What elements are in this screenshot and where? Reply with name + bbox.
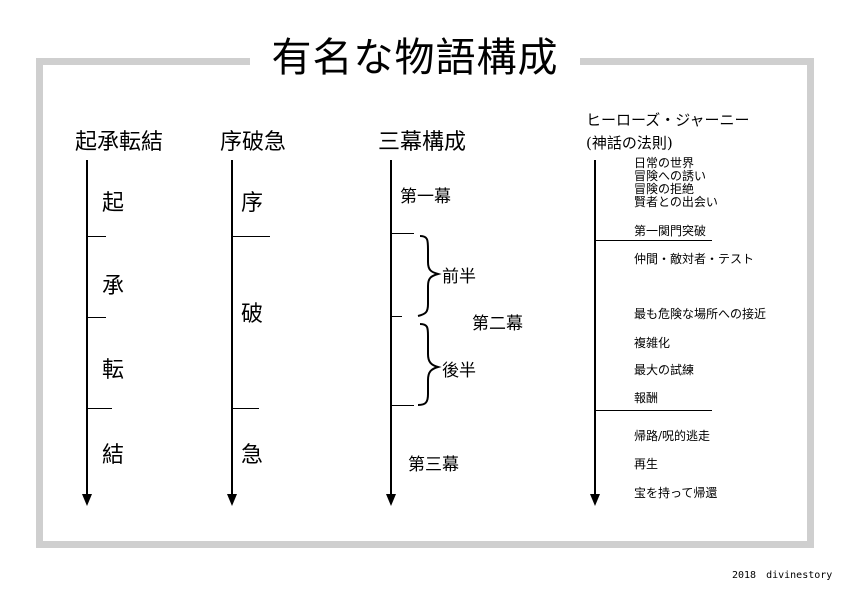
kishotenketsu-section: 結 [102, 443, 125, 468]
three-act-act2: 第二幕 [472, 314, 523, 334]
three-act-act2-first-half: 前半 [442, 267, 476, 287]
three-act-divider [392, 316, 402, 317]
journey-stage: 冒険への誘い [634, 169, 707, 183]
three-act-divider [392, 233, 414, 234]
johakyu-divider [233, 408, 259, 409]
kishotenketsu-timeline [86, 160, 88, 496]
heros-journey-divider [596, 240, 712, 241]
three-act-header: 三幕構成 [378, 130, 467, 155]
three-act-arrowhead [386, 494, 396, 506]
journey-stage: 冒険の拒絶 [634, 182, 695, 196]
journey-stage: 複雑化 [634, 336, 671, 350]
journey-stage: 帰路/呪的逃走 [634, 429, 711, 443]
three-act-braces [417, 235, 442, 406]
three-act-timeline [390, 160, 392, 496]
credit-text: 2018 divinestory [732, 570, 833, 581]
johakyu-divider [233, 236, 270, 237]
kishotenketsu-section: 承 [102, 274, 125, 299]
journey-stage: 仲間・敵対者・テスト [634, 252, 755, 266]
heros-journey-divider [596, 410, 712, 411]
journey-stage: 最大の試練 [634, 363, 695, 377]
kishotenketsu-header: 起承転結 [75, 130, 164, 155]
journey-stage: 日常の世界 [634, 156, 695, 170]
johakyu-timeline [231, 160, 233, 496]
johakyu-arrowhead [227, 494, 237, 506]
journey-stage: 最も危険な場所への接近 [634, 307, 767, 321]
kishotenketsu-divider [88, 408, 112, 409]
three-act-divider [392, 405, 414, 406]
heros-journey-timeline [594, 160, 596, 496]
johakyu-header: 序破急 [220, 130, 287, 155]
kishotenketsu-divider [88, 317, 106, 318]
journey-stage: 宝を持って帰還 [634, 486, 718, 500]
act2-second-half-brace [417, 323, 442, 406]
three-act-act2-second-half: 後半 [442, 361, 476, 381]
diagram-title: 有名な物語構成 [250, 34, 580, 82]
heros-journey-arrowhead [590, 494, 600, 506]
johakyu-section: 急 [241, 443, 264, 468]
kishotenketsu-section: 転 [102, 358, 125, 383]
journey-stage: 第一関門突破 [634, 224, 707, 238]
journey-stage: 賢者との出会い [634, 195, 718, 209]
heros-journey-subheader: (神話の法則) [586, 134, 673, 152]
kishotenketsu-arrowhead [82, 494, 92, 506]
three-act-act1: 第一幕 [400, 187, 451, 207]
kishotenketsu-divider [88, 236, 106, 237]
three-act-act3: 第三幕 [408, 455, 459, 475]
kishotenketsu-section: 起 [102, 191, 125, 216]
johakyu-section: 破 [241, 302, 264, 327]
journey-stage: 報酬 [634, 391, 659, 405]
johakyu-section: 序 [241, 191, 264, 216]
heros-journey-header: ヒーローズ・ジャーニー [586, 111, 750, 129]
journey-stage: 再生 [634, 457, 659, 471]
act2-first-half-brace [417, 235, 442, 317]
